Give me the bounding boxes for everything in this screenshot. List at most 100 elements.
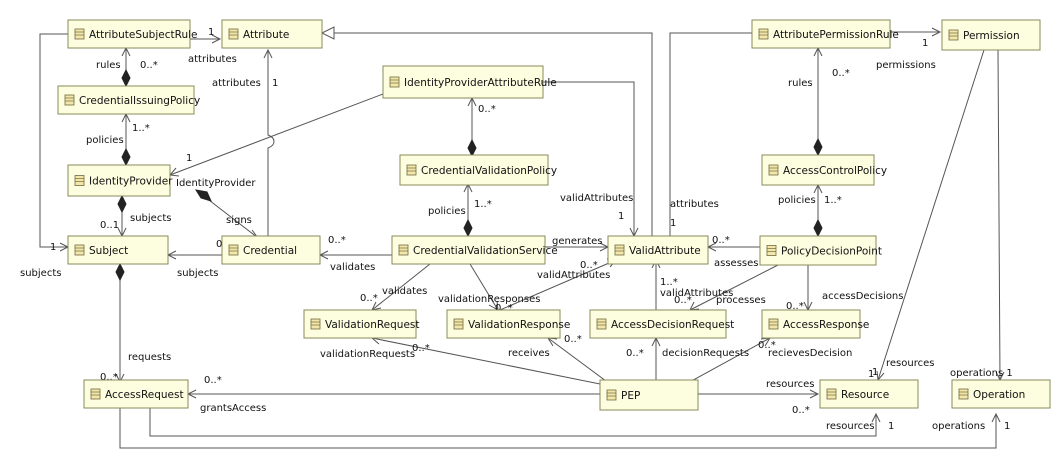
class-icon [758,28,769,40]
multiplicity-label: 1 [208,27,214,38]
class-credential-validation-policy[interactable]: CredentialValidationPolicy [399,154,557,186]
class-name: Operation [973,389,1025,401]
class-validation-request[interactable]: ValidationRequest [303,309,420,339]
class-name: AttributeSubjectRule [89,29,197,41]
role-label: signs [226,215,252,226]
multiplicity-label: 0..* [712,235,730,246]
multiplicity-label: 1..* [132,123,150,134]
class-icon [90,388,101,400]
class-icon [74,175,85,186]
class-name: ValidationRequest [325,319,420,331]
class-icon [958,388,969,400]
multiplicity-label: 0..* [832,68,850,79]
class-access-control-policy[interactable]: AccessControlPolicy [761,154,887,186]
class-name: AccessResponse [783,319,869,331]
multiplicity-label: 1 [272,78,278,89]
multiplicity-label: 0..* [328,235,346,246]
role-label: attributes [212,78,261,89]
class-pep[interactable]: PEP [599,379,699,411]
multiplicity-label: 0..* [412,343,430,354]
class-credential-validation-service[interactable]: CredentialValidationService [391,235,558,265]
edge-ipar-validattribute [543,81,635,236]
class-name: PEP [621,390,640,402]
multiplicity-label: 1 [868,369,874,380]
edge-accessrequest-resource [149,408,877,437]
class-access-decision-request[interactable]: AccessDecisionRequest [589,309,734,339]
class-access-response[interactable]: AccessResponse [761,309,869,339]
class-name: ValidAttribute [629,245,701,257]
class-name: Subject [89,245,128,257]
class-icon [74,28,85,40]
class-policy-decision-point[interactable]: PolicyDecisionPoint [759,235,882,266]
multiplicity-label: 0..* [626,348,644,359]
role-label: validates [330,262,375,273]
multiplicity-label: 1 [922,38,928,49]
role-label: validationRequests [320,349,415,360]
multiplicity-label: 0..* [758,340,776,351]
multiplicity-label: 0..* [495,303,513,314]
class-access-request[interactable]: AccessRequest [83,379,189,409]
edge-ipar-idp [169,93,384,176]
role-label: receives [508,348,550,359]
multiplicity-label: 0..1 [100,220,119,231]
class-credential[interactable]: Credential [221,235,321,265]
class-attribute-permission-rule[interactable]: AttributePermissionRule [751,19,899,49]
class-name: AccessControlPolicy [783,165,887,177]
edge-pdp-adr [689,264,779,311]
role-label: decisionRequests [662,348,749,359]
role-label: resources [886,358,934,369]
class-icon [614,244,625,256]
role-label: policies [428,206,466,217]
class-identity-provider-attribute-rule[interactable]: IdentityProviderAttributeRule [382,65,557,99]
class-icon [228,28,239,40]
class-attribute[interactable]: Attribute [221,19,323,49]
class-identity-provider[interactable]: IdentityProvider [67,164,173,197]
class-name: Credential [243,245,297,257]
class-name: Resource [841,389,889,401]
role-label: validationResponses [438,294,540,305]
role-label: validAttributes [537,270,610,281]
edge-cvs-valreq [371,263,431,311]
class-name: Attribute [243,29,289,41]
role-label: processes [716,295,766,306]
multiplicity-label: 1 [186,153,192,164]
multiplicity-label: 0..* [792,405,810,416]
multiplicity-label: 0..* [204,375,222,386]
class-operation[interactable]: Operation [951,379,1051,409]
class-icon [948,29,959,41]
multiplicity-label: 1..* [474,199,492,210]
role-label: validAttributes [660,288,733,299]
role-label: accessDecisions [822,291,903,302]
role-label: validAttributes [560,193,633,204]
class-icon [768,164,779,176]
class-attribute-subject-rule[interactable]: AttributeSubjectRule [67,19,197,49]
role-label: assesses [714,258,758,269]
class-name: Permission [963,30,1020,42]
class-subject[interactable]: Subject [67,235,169,265]
role-label: attributes [188,54,237,65]
class-validation-response[interactable]: ValidationResponse [446,309,570,339]
class-name: IdentityProviderAttributeRule [404,77,557,89]
role-label: generates [552,236,603,247]
edge-asr-subject [39,33,68,248]
class-credential-issuing-policy[interactable]: CredentialIssuingPolicy [57,85,200,115]
class-name: AccessRequest [105,389,184,401]
role-label: subjects [130,213,171,224]
multiplicity-label: 0..* [564,334,582,345]
edge-cvs-valresp [469,263,499,311]
class-name: PolicyDecisionPoint [781,246,882,258]
class-name: CredentialValidationService [413,245,558,257]
class-permission[interactable]: Permission [941,19,1041,51]
multiplicity-label: 0..* [360,293,378,304]
class-valid-attribute[interactable]: ValidAttribute [607,235,709,265]
role-label: subjects [177,268,218,279]
class-resource[interactable]: Resource [819,379,919,409]
multiplicity-label: 0..* [478,104,496,115]
class-name: AccessDecisionRequest [611,319,734,331]
multiplicity-label: 0..* [674,295,692,306]
class-name: CredentialValidationPolicy [421,165,557,177]
role-label: attributes [670,199,719,210]
class-icon [826,388,837,400]
class-name: ValidationResponse [468,319,570,331]
